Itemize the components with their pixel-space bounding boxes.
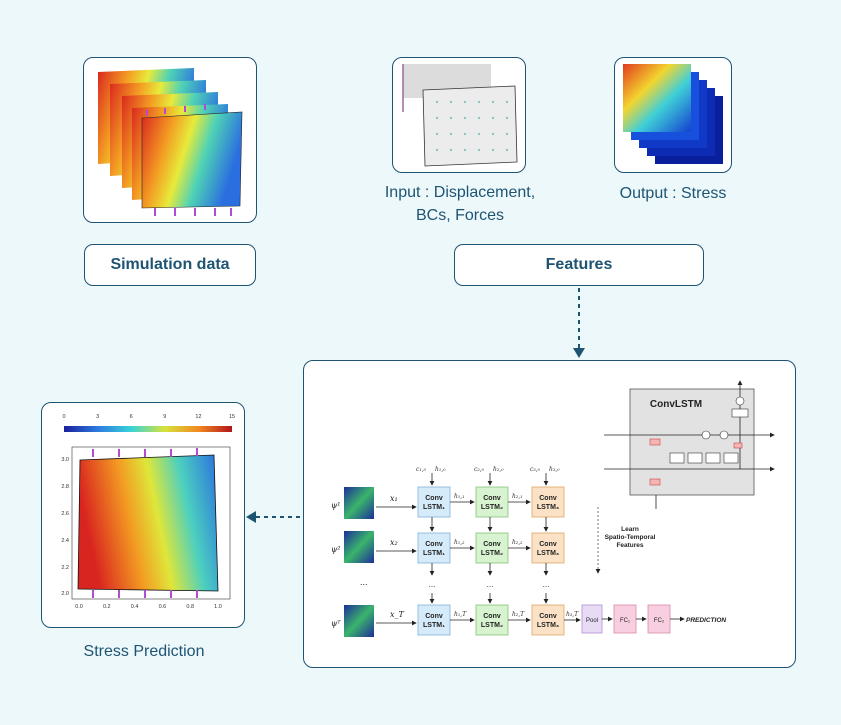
lstm3-row2-name: Conv <box>539 541 557 548</box>
output-caption: Output : Stress <box>619 185 727 202</box>
svg-text:h₂,₀: h₂,₀ <box>493 466 504 473</box>
model-diagram: ψ¹ ψ² ψᵀ ... x₁ x₂ x_T Conv LSTM₁ <box>331 380 775 637</box>
input-features-card <box>392 57 526 173</box>
svg-text:h₂,T: h₂,T <box>512 611 525 618</box>
svg-text:c₃,₀: c₃,₀ <box>530 466 541 473</box>
lstm1-row2-name: Conv <box>425 541 443 548</box>
stress-field <box>77 454 219 592</box>
input-x1: x₁ <box>390 494 398 503</box>
output-stress-card <box>614 57 732 173</box>
lstm2-row2-sub: LSTM₂ <box>481 550 503 557</box>
lstm2-rowT-name: Conv <box>483 613 501 620</box>
y-tick-3.0: 3.0 <box>61 457 69 463</box>
pool-label: Pool <box>586 618 598 624</box>
svg-text:h₃,T: h₃,T <box>566 611 579 618</box>
ellipsis-col3: ... <box>543 580 550 589</box>
svg-text:ψ²: ψ² <box>331 545 340 554</box>
svg-text:h₂,₂: h₂,₂ <box>512 539 523 546</box>
svg-text:h₃,₀: h₃,₀ <box>549 466 560 473</box>
y-tick-2.6: 2.6 <box>61 511 69 517</box>
ellipsis-left: ... <box>360 577 368 587</box>
lstm3-rowT-sub: LSTM₃ <box>537 622 559 629</box>
lstm1-rowT-sub: LSTM₁ <box>423 622 445 629</box>
learn-label-1: Learn <box>621 526 639 533</box>
y-tick-2.2: 2.2 <box>61 565 69 571</box>
svg-text:h₁,T: h₁,T <box>454 611 467 618</box>
lstm2-row1-name: Conv <box>483 495 501 502</box>
simulation-data-label: Simulation data <box>84 244 256 286</box>
features-label: Features <box>454 244 704 286</box>
input-frame-T <box>344 605 374 637</box>
input-frame-2 <box>344 531 374 563</box>
lstm3-row2-sub: LSTM₃ <box>537 550 559 557</box>
lstm-row-2 <box>417 532 565 564</box>
svg-text:h₁,₂: h₁,₂ <box>454 539 465 546</box>
learn-label-2: Spatio-Temporal <box>605 534 656 541</box>
cbar-tick-9: 9 <box>163 414 166 420</box>
y-tick-2.0: 2.0 <box>61 591 69 597</box>
simulation-data-card <box>83 57 257 223</box>
stress-prediction-label: Stress Prediction <box>83 643 205 660</box>
simulation-stack-illustration <box>98 68 243 216</box>
svg-text:c₁,₀: c₁,₀ <box>416 466 427 473</box>
cbar-tick-12: 12 <box>195 414 201 420</box>
sim-layer-5 <box>141 111 243 209</box>
input-mesh-illustration <box>402 64 518 167</box>
x-tick-0.2: 0.2 <box>103 604 111 610</box>
ellipsis-col1: ... <box>429 580 436 589</box>
stress-prediction-plot: 0 3 6 9 12 15 3.0 2.8 2.6 2.4 2.2 2.0 0.… <box>61 414 235 610</box>
input-frame-1 <box>344 487 374 519</box>
lstm-row-1 <box>417 486 565 518</box>
svg-text:h₁,₀: h₁,₀ <box>435 466 446 473</box>
y-tick-2.4: 2.4 <box>61 538 69 544</box>
lstm1-row1-name: Conv <box>425 495 443 502</box>
svg-text:ψᵀ: ψᵀ <box>331 619 341 628</box>
x-tick-0.4: 0.4 <box>131 604 139 610</box>
lstm-row-T <box>417 604 565 636</box>
lstm3-rowT-name: Conv <box>539 613 557 620</box>
input-x2: x₂ <box>390 538 398 547</box>
input-caption: Input : Displacement, BCs, Forces <box>384 184 536 224</box>
output-stack-illustration <box>623 64 723 164</box>
svg-text:h₂,₁: h₂,₁ <box>512 493 523 500</box>
lstm1-row1-sub: LSTM₁ <box>423 504 445 511</box>
x-tick-0.6: 0.6 <box>159 604 167 610</box>
lstm2-row1-sub: LSTM₂ <box>481 504 503 511</box>
x-tick-1.0: 1.0 <box>214 604 222 610</box>
ellipsis-col2: ... <box>487 580 494 589</box>
x-tick-0.0: 0.0 <box>75 604 83 610</box>
convlstm-inset: ConvLSTM <box>604 380 775 509</box>
model-panel: ψ¹ ψ² ψᵀ ... x₁ x₂ x_T Conv LSTM₁ <box>303 360 796 668</box>
cbar-tick-3: 3 <box>96 414 99 420</box>
lstm2-rowT-sub: LSTM₂ <box>481 622 503 629</box>
svg-text:c₂,₀: c₂,₀ <box>474 466 485 473</box>
input-xT: x_T <box>390 610 405 619</box>
lstm2-row2-name: Conv <box>483 541 501 548</box>
cbar-tick-15: 15 <box>229 414 235 420</box>
convlstm-title: ConvLSTM <box>650 399 702 410</box>
learn-label-3: Features <box>616 542 643 549</box>
cbar-tick-6: 6 <box>130 414 133 420</box>
colorbar <box>64 426 232 432</box>
stress-prediction-card: 0 3 6 9 12 15 3.0 2.8 2.6 2.4 2.2 2.0 0.… <box>41 402 245 628</box>
lstm1-rowT-name: Conv <box>425 613 443 620</box>
prediction-output-label: PREDICTION <box>686 617 726 624</box>
lstm3-row1-name: Conv <box>539 495 557 502</box>
x-tick-0.8: 0.8 <box>186 604 194 610</box>
cbar-tick-0: 0 <box>62 414 65 420</box>
fc2-label: FC₂ <box>654 618 665 624</box>
svg-text:h₁,₁: h₁,₁ <box>454 493 465 500</box>
lstm1-row2-sub: LSTM₁ <box>423 550 445 557</box>
y-tick-2.8: 2.8 <box>61 484 69 490</box>
fc1-label: FC₁ <box>620 618 630 624</box>
lstm3-row1-sub: LSTM₃ <box>537 504 559 511</box>
svg-text:ψ¹: ψ¹ <box>331 501 340 510</box>
